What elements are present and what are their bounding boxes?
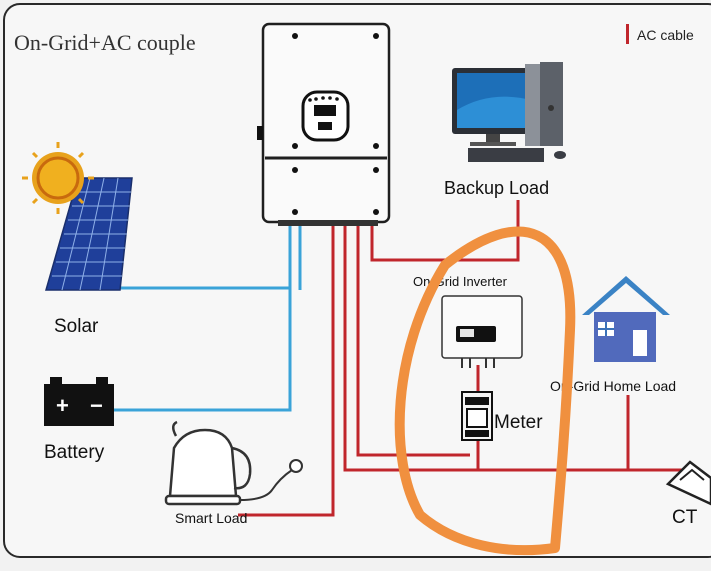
sun-icon — [22, 142, 94, 214]
ct-label: CT — [672, 507, 698, 528]
hybrid-inverter-icon — [257, 22, 391, 226]
grid-main-cable — [343, 225, 700, 472]
ongrid-inverter-feed — [356, 225, 470, 457]
house-icon — [582, 276, 670, 362]
home-load-label: On-Grid Home Load — [550, 378, 676, 394]
smart-load-label: Smart Load — [175, 510, 247, 526]
dc-cables — [112, 225, 302, 412]
hand-drawn-highlight-circle — [394, 226, 576, 556]
diagram-title: On-Grid+AC couple — [14, 30, 196, 55]
kettle-icon — [164, 420, 303, 506]
legend-ac-cable-swatch — [626, 24, 629, 44]
solar-panel-icon — [45, 177, 133, 291]
battery-icon: + − — [44, 377, 114, 426]
legend-ac-cable-label: AC cable — [637, 27, 694, 43]
ongrid-inverter-icon — [441, 295, 523, 368]
meter-label: Meter — [494, 412, 543, 433]
battery-label: Battery — [44, 442, 105, 463]
legend: AC cable — [626, 24, 694, 44]
backup-load-label: Backup Load — [444, 178, 549, 198]
battery-cable — [112, 225, 292, 412]
battery-plus: + — [56, 393, 69, 418]
desktop-computer-icon — [452, 62, 566, 162]
ct-clamp-icon — [665, 460, 711, 506]
battery-minus: − — [90, 393, 103, 418]
solar-label: Solar — [54, 316, 99, 337]
smart-load-cable — [238, 225, 335, 517]
meter-icon — [461, 391, 493, 441]
